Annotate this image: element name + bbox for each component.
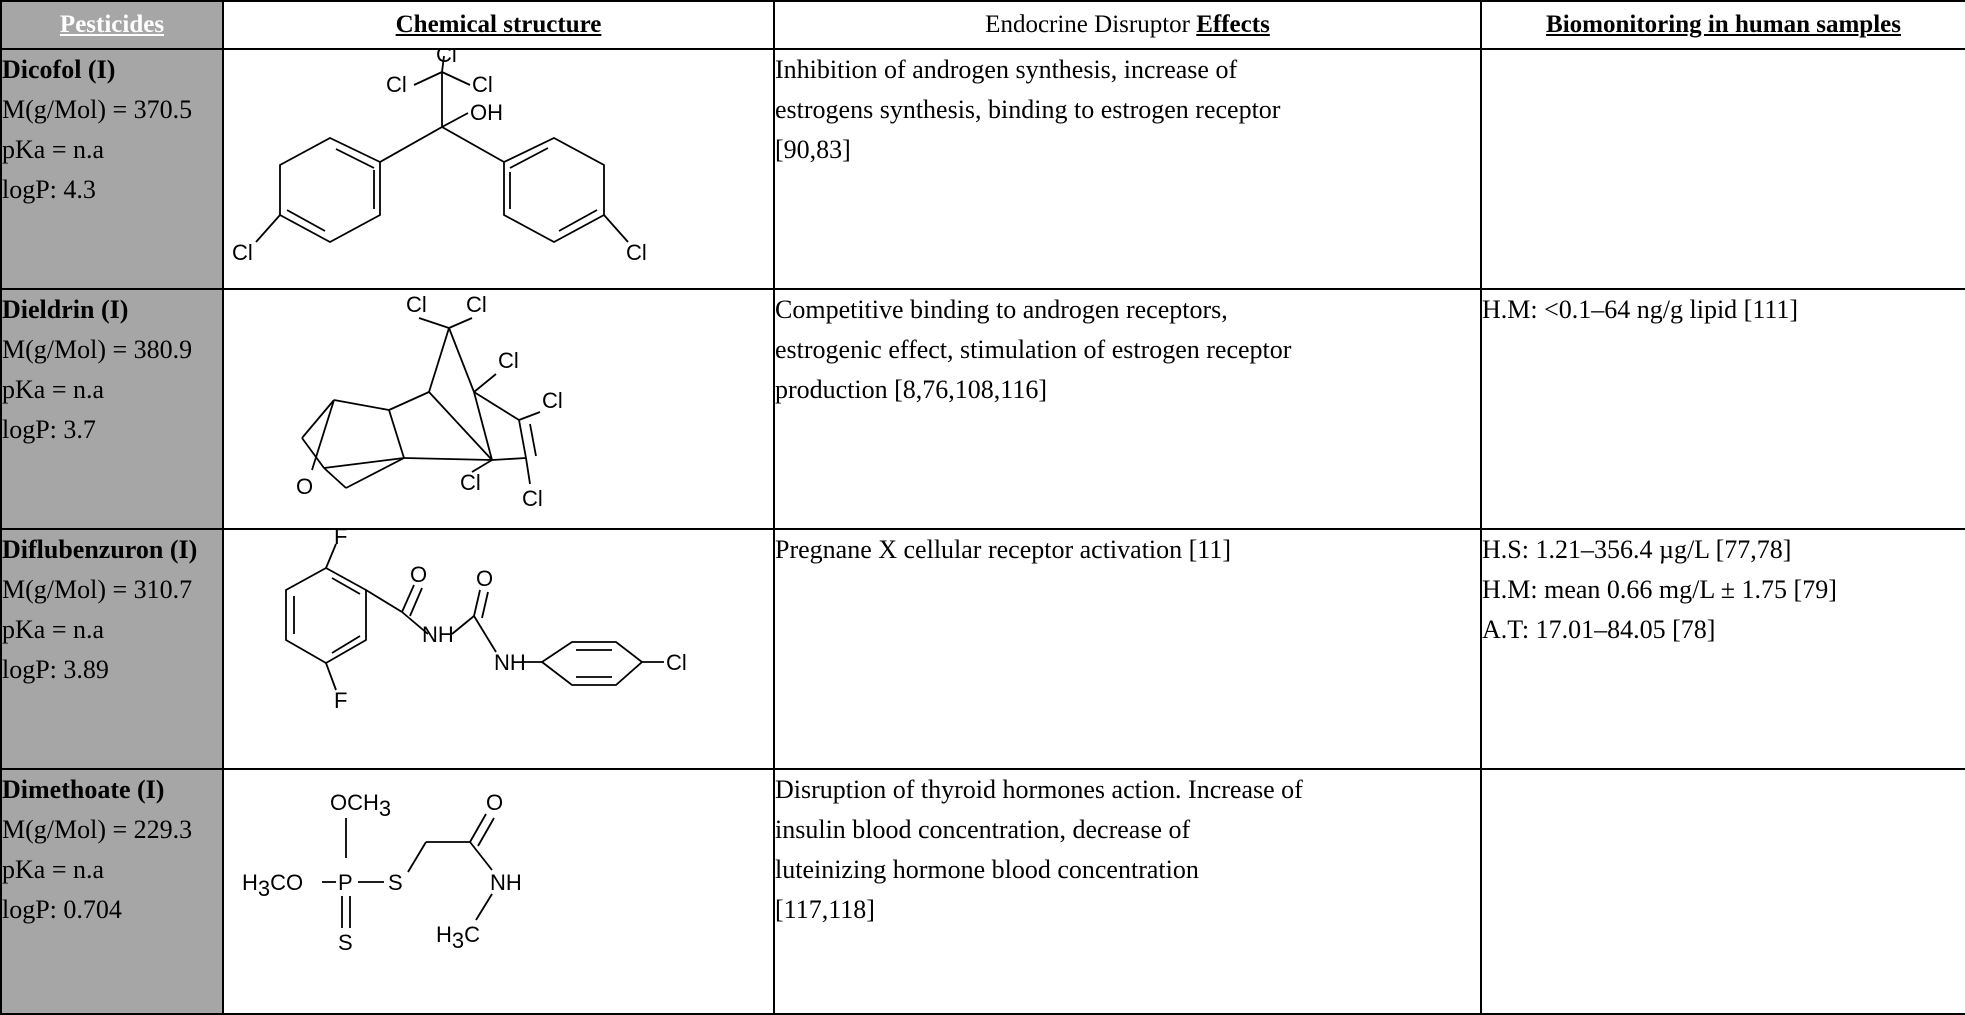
effects-text: [117,118] [775, 895, 875, 924]
atom-label: Cl [542, 388, 563, 413]
effects-text: insulin blood concentration, decrease of [775, 815, 1191, 844]
table-row: Diflubenzuron (I) M(g/Mol) = 310.7 pKa =… [0, 528, 1965, 770]
logp-value: logP: 0.704 [2, 895, 122, 924]
pesticide-name: Diflubenzuron (I) [2, 535, 198, 564]
atom-label: OH [470, 100, 503, 125]
effects-text: estrogens synthesis, binding to estrogen… [775, 95, 1281, 124]
pka-value: pKa = n.a [2, 375, 105, 404]
effects-text: Disruption of thyroid hormones action. I… [775, 775, 1303, 804]
effects-cell: Inhibition of androgen synthesis, increa… [773, 48, 1482, 290]
effects-text: [90,83] [775, 135, 851, 164]
pesticide-info: Dimethoate (I) M(g/Mol) = 229.3 pKa = n.… [0, 768, 224, 1015]
biomonitoring-text: A.T: 17.01–84.05 [78] [1482, 615, 1716, 644]
biomonitoring-cell [1480, 48, 1965, 290]
atom-label: S [338, 930, 353, 955]
table-row: Dieldrin (I) M(g/Mol) = 380.9 pKa = n.a … [0, 288, 1965, 530]
header-pesticides: Pesticides [0, 0, 224, 50]
atom-label: H3CO [242, 870, 303, 901]
biomonitoring-cell: H.S: 1.21–356.4 µg/L [77,78] H.M: mean 0… [1480, 528, 1965, 770]
logp-value: logP: 3.7 [2, 415, 96, 444]
effects-text: luteinizing hormone blood concentration [775, 855, 1199, 884]
atom-label: NH [490, 870, 522, 895]
diflubenzuron-structure: F F O O NH NH Cl [285, 530, 687, 713]
pesticide-info: Diflubenzuron (I) M(g/Mol) = 310.7 pKa =… [0, 528, 224, 770]
biomonitoring-cell [1480, 768, 1965, 1015]
biomonitoring-text: H.S: 1.21–356.4 µg/L [77,78] [1482, 535, 1792, 564]
molar-mass: M(g/Mol) = 229.3 [2, 815, 193, 844]
biomonitoring-text: H.M: <0.1–64 ng/g lipid [111] [1482, 295, 1799, 324]
logp-value: logP: 4.3 [2, 175, 96, 204]
atom-label: S [388, 870, 403, 895]
atom-label: Cl [472, 72, 493, 97]
atom-label: Cl [666, 650, 687, 675]
atom-label: Cl [522, 486, 543, 511]
header-chemical-structure: Chemical structure [222, 0, 775, 50]
molar-mass: M(g/Mol) = 310.7 [2, 575, 193, 604]
atom-label: Cl [466, 292, 487, 317]
atom-label: OCH3 [330, 790, 391, 821]
atom-label: Cl [460, 470, 481, 495]
pka-value: pKa = n.a [2, 855, 105, 884]
atom-label: O [410, 562, 427, 587]
atom-label: H3C [436, 922, 480, 953]
atom-label: O [476, 566, 493, 591]
effects-cell: Pregnane X cellular receptor activation … [773, 528, 1482, 770]
table-row: Dicofol (I) M(g/Mol) = 370.5 pKa = n.a l… [0, 48, 1965, 290]
effects-cell: Competitive binding to androgen receptor… [773, 288, 1482, 530]
table-header-row: Pesticides Chemical structure Endocrine … [0, 0, 1965, 50]
biomonitoring-cell: H.M: <0.1–64 ng/g lipid [111] [1480, 288, 1965, 530]
dieldrin-structure: Cl Cl Cl Cl Cl Cl O [296, 292, 563, 511]
atom-label: Cl [232, 240, 253, 265]
chemical-structure: OCH3 H3CO P S S O NH H3C [222, 768, 775, 1015]
atom-label: Cl [436, 50, 457, 67]
effects-text: production [8,76,108,116] [775, 375, 1047, 404]
pesticide-name: Dicofol (I) [2, 55, 116, 84]
pesticide-name: Dimethoate (I) [2, 775, 165, 804]
pesticide-name: Dieldrin (I) [2, 295, 129, 324]
dicofol-structure: Cl Cl Cl OH Cl Cl [232, 50, 647, 265]
pesticide-info: Dieldrin (I) M(g/Mol) = 380.9 pKa = n.a … [0, 288, 224, 530]
atom-label: F [334, 530, 347, 549]
atom-label: F [334, 688, 347, 713]
header-biomonitoring: Biomonitoring in human samples [1480, 0, 1965, 50]
atom-label: Cl [386, 72, 407, 97]
atom-label: NH [422, 622, 454, 647]
pesticide-info: Dicofol (I) M(g/Mol) = 370.5 pKa = n.a l… [0, 48, 224, 290]
header-effects: Endocrine Disruptor Effects [773, 0, 1482, 50]
chemical-structure: Cl Cl Cl Cl Cl Cl O [222, 288, 775, 530]
atom-label: Cl [498, 348, 519, 373]
pka-value: pKa = n.a [2, 135, 105, 164]
atom-label: NH [494, 650, 526, 675]
atom-label: P [338, 870, 353, 895]
biomonitoring-text: H.M: mean 0.66 mg/L ± 1.75 [79] [1482, 575, 1837, 604]
molar-mass: M(g/Mol) = 370.5 [2, 95, 193, 124]
chemical-structure: F F O O NH NH Cl [222, 528, 775, 770]
logp-value: logP: 3.89 [2, 655, 109, 684]
atom-label: O [486, 790, 503, 815]
effects-text: Inhibition of androgen synthesis, increa… [775, 55, 1238, 84]
atom-label: Cl [406, 292, 427, 317]
chemical-structure: Cl Cl Cl OH Cl Cl [222, 48, 775, 290]
atom-label: O [296, 474, 313, 499]
pka-value: pKa = n.a [2, 615, 105, 644]
effects-text: estrogenic effect, stimulation of estrog… [775, 335, 1292, 364]
effects-text: Competitive binding to androgen receptor… [775, 295, 1228, 324]
effects-cell: Disruption of thyroid hormones action. I… [773, 768, 1482, 1015]
dimethoate-structure: OCH3 H3CO P S S O NH H3C [242, 790, 522, 955]
table-row: Dimethoate (I) M(g/Mol) = 229.3 pKa = n.… [0, 768, 1965, 1015]
atom-label: Cl [626, 240, 647, 265]
effects-text: Pregnane X cellular receptor activation … [775, 535, 1231, 564]
molar-mass: M(g/Mol) = 380.9 [2, 335, 193, 364]
